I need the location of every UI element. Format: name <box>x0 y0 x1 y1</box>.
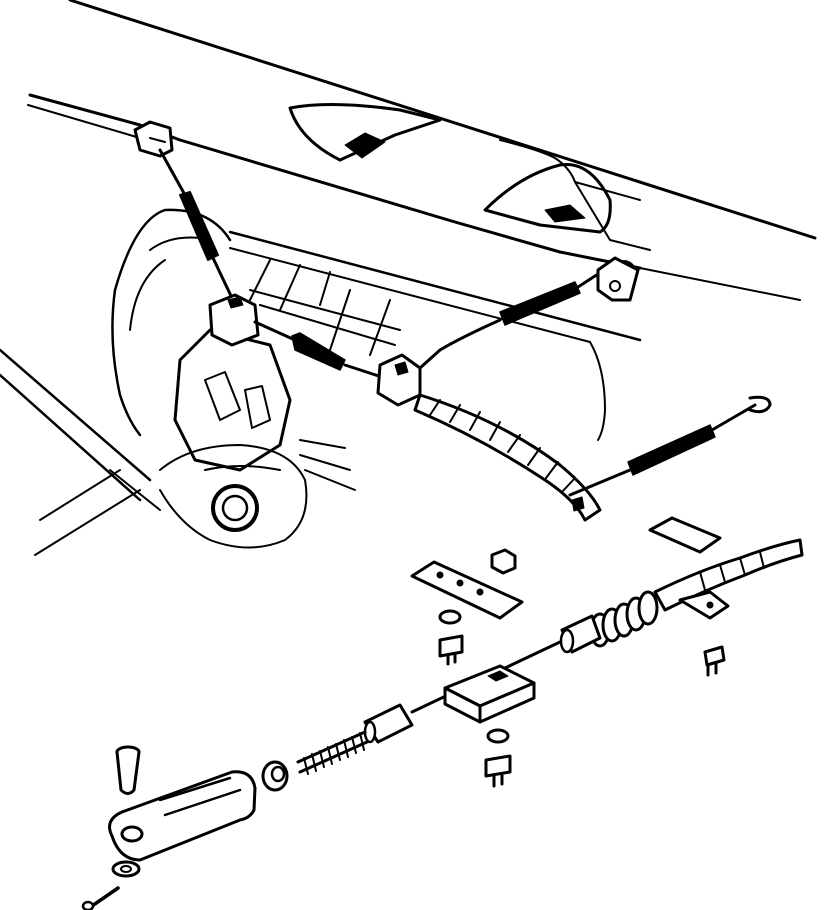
cable-adjuster-upper <box>291 332 346 371</box>
spring-lower-right <box>627 424 716 476</box>
equalizer-block-right <box>376 353 422 407</box>
spring-upper-right <box>499 281 581 326</box>
bolt-left <box>438 634 464 666</box>
bracket-hole <box>456 579 464 587</box>
bolt-right <box>703 645 726 677</box>
clevis-fork <box>108 770 257 862</box>
bracket-hole <box>436 571 444 579</box>
clevis-pin <box>115 745 141 795</box>
hanger-bracket-right <box>596 256 640 302</box>
washer-2 <box>486 728 510 744</box>
split-pin <box>81 886 120 910</box>
small-mounting-plate <box>648 516 722 554</box>
equalizer-block-left <box>208 293 260 347</box>
cable-sheath-upper <box>413 393 602 522</box>
bracket-hole <box>476 588 484 596</box>
cable-guide-block <box>443 664 536 724</box>
hex-nut <box>490 548 517 575</box>
lock-nut <box>261 760 289 792</box>
bolt-center <box>484 754 512 788</box>
return-spring <box>179 191 219 261</box>
intermediate-cable <box>253 320 297 342</box>
cable-end-spring <box>589 590 659 648</box>
exploded-parts <box>81 516 804 910</box>
upper-brake-linkage <box>133 120 772 522</box>
sheath-mounting-tab <box>678 590 730 620</box>
washer-fork <box>111 860 141 878</box>
return-spring-cable <box>158 148 187 197</box>
vehicle-underbody <box>0 0 817 556</box>
washer <box>438 609 462 625</box>
cable-sheath-lower <box>653 538 804 612</box>
threaded-rod <box>296 730 369 775</box>
